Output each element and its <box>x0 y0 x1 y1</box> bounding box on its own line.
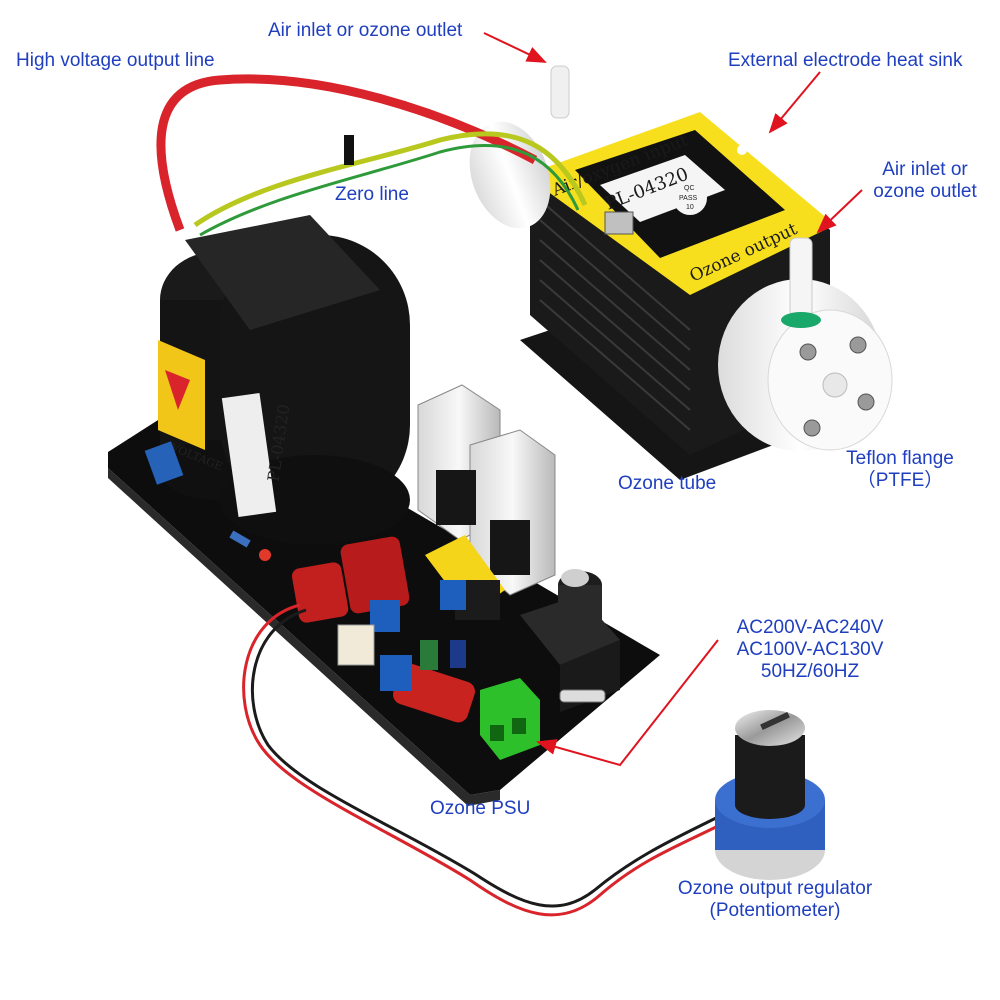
arrow-icon <box>483 32 547 63</box>
screw-icon <box>799 343 817 361</box>
hv-output-wire <box>156 74 538 232</box>
svg-text:QC: QC <box>684 185 695 192</box>
svg-text:PASS: PASS <box>679 195 697 202</box>
potentiometer-cable <box>242 603 721 917</box>
ozone-tube: Air/oxygen input PL-04320 Ozone output Q… <box>469 65 893 480</box>
label-voltage: AC200V-AC240V AC100V-AC130V 50HZ/60HZ <box>736 617 884 682</box>
zero-line-wire <box>193 131 588 228</box>
high-voltage-transformer: PL-04320 VOLTAGE <box>158 215 410 545</box>
label-ozone-tube: Ozone tube <box>618 473 717 494</box>
label-teflon-flange: Teflon flange （PTFE） <box>846 448 954 491</box>
ac-input-terminal <box>480 678 540 760</box>
potentiometer <box>715 710 825 880</box>
callout-arrows <box>483 32 863 767</box>
label-heat-sink: External electrode heat sink <box>728 50 963 71</box>
ozone-psu-board: PL-04320 VOLTAGE <box>108 215 660 806</box>
label-ozone-psu: Ozone PSU <box>430 798 531 819</box>
svg-text:10: 10 <box>686 204 694 211</box>
label-air-inlet-top: Air inlet or ozone outlet <box>268 20 463 41</box>
label-zero-line: Zero line <box>335 184 409 205</box>
teflon-flange <box>718 237 893 451</box>
psu-heatsinks <box>417 384 556 596</box>
knob-icon <box>735 710 805 746</box>
label-air-inlet-right: Air inlet or ozone outlet <box>873 159 977 202</box>
cable-tie-icon <box>344 135 354 165</box>
film-capacitors <box>291 536 475 723</box>
label-hv-output-line: High voltage output line <box>16 50 215 71</box>
qc-pass-sticker: QC PASS 10 <box>673 181 707 215</box>
label-regulator: Ozone output regulator (Potentiometer) <box>677 878 873 921</box>
wires <box>156 74 721 917</box>
